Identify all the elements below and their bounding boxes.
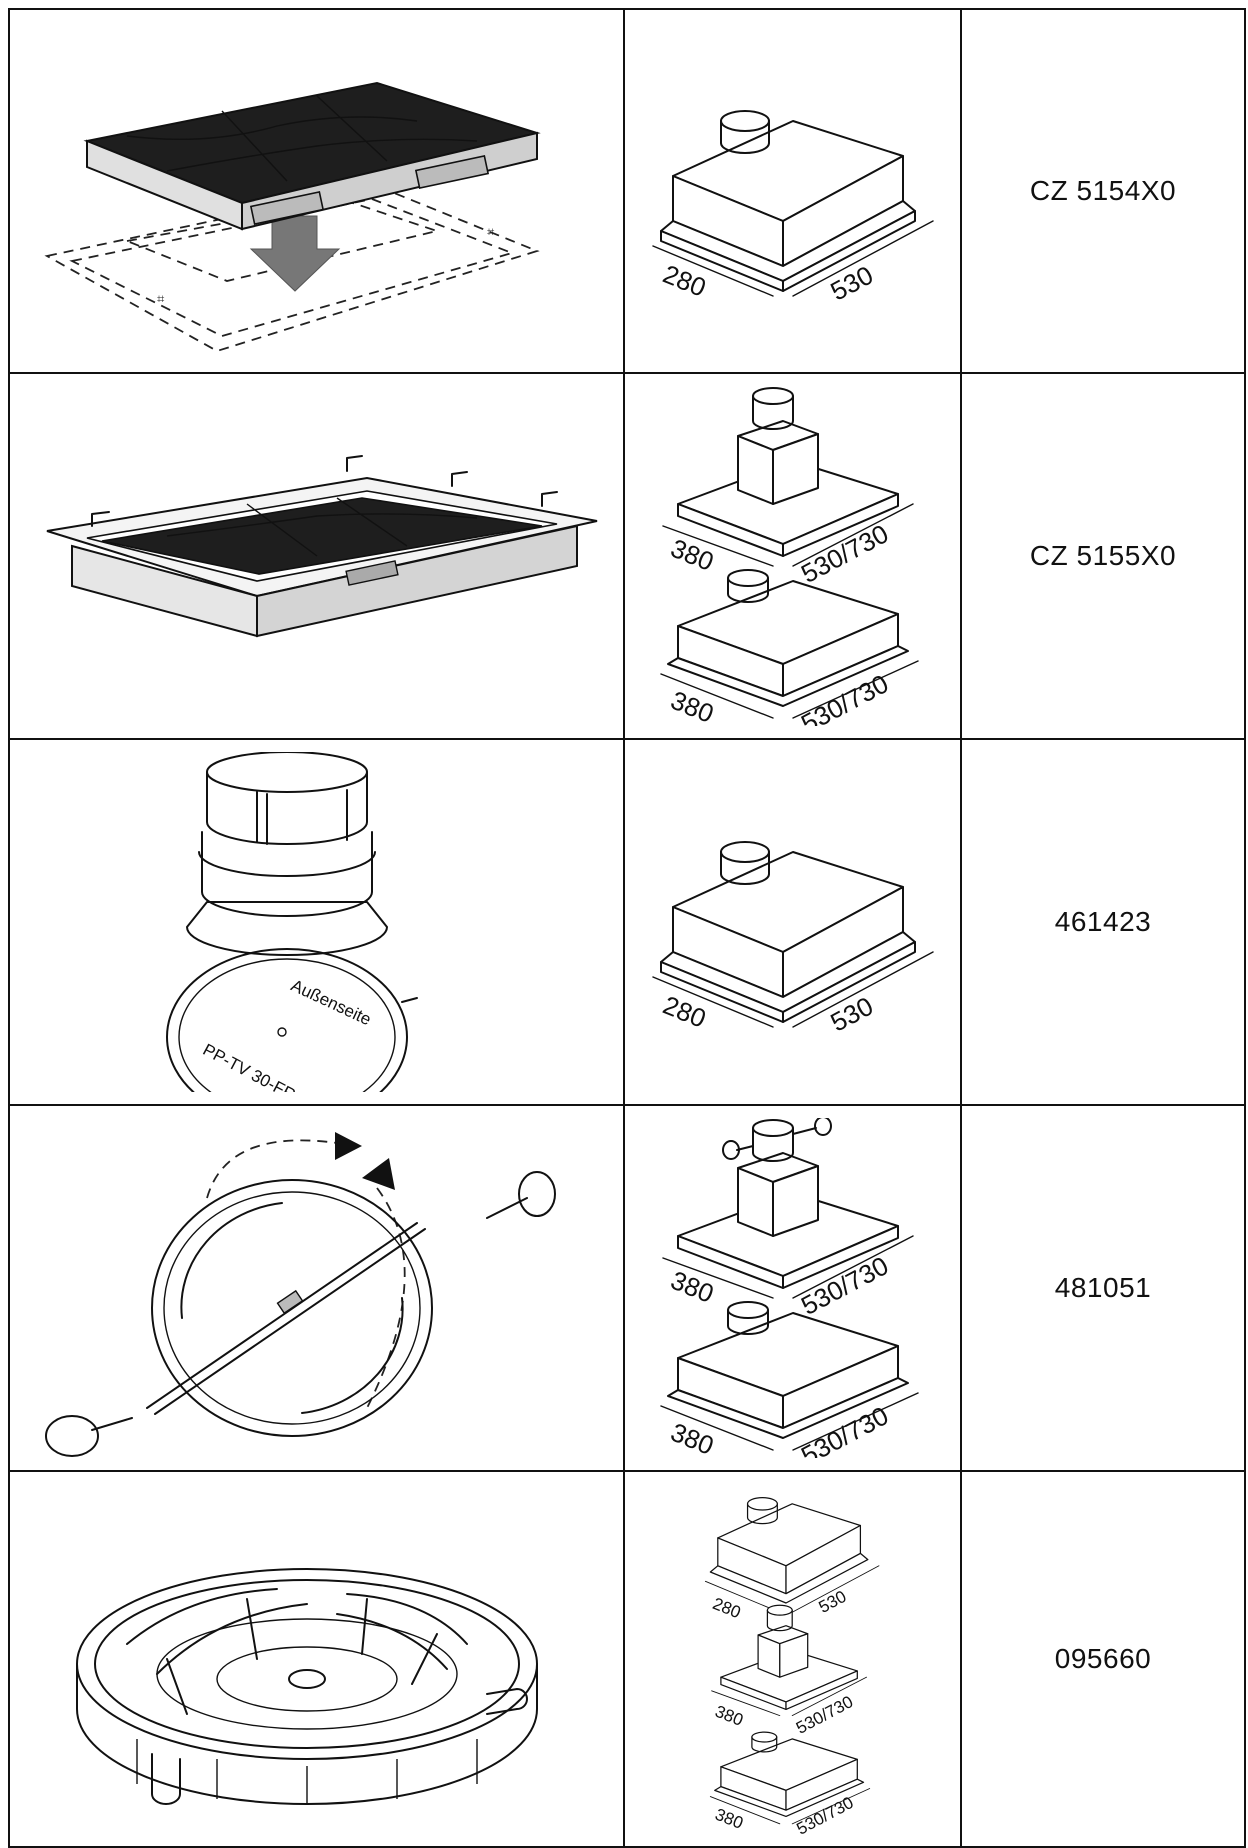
svg-text:⌗: ⌗	[487, 224, 495, 239]
non-return-flap-illustration	[44, 1132, 556, 1457]
product-illustration-cell	[8, 372, 625, 740]
hood-dimension-drawings: 280 530 380 530/730	[704, 1496, 879, 1839]
depth-dimension: 380	[666, 1417, 717, 1458]
depth-dimension: 380	[712, 1702, 745, 1730]
product-illustration-cell: Außenseite PP-TV 30-FR	[8, 738, 625, 1106]
article-code: 461423	[960, 738, 1246, 1106]
hood-dimension-drawings: 380 530/730 380 530/730	[659, 1118, 919, 1458]
article-code: CZ 5155X0	[960, 372, 1246, 740]
table-row: 380 530/730 380 530/730 481051	[8, 1104, 1246, 1472]
flat-grease-filter-illustration: ⌗ ⌗	[43, 81, 541, 352]
outside-label: Außenseite	[288, 976, 374, 1030]
product-illustration-cell	[8, 1470, 625, 1848]
round-carbon-filter-illustration	[75, 1568, 538, 1805]
product-illustration-cell	[8, 1104, 625, 1472]
width-dimension: 530	[815, 1587, 849, 1617]
width-dimension: 530	[825, 260, 877, 301]
depth-dimension: 380	[666, 685, 717, 726]
depth-dimension: 380	[666, 533, 717, 577]
table-row: 380 530/730 380 530/730 CZ 5155X0	[8, 372, 1246, 740]
accessory-table: ⌗ ⌗ 280 530	[8, 8, 1246, 1848]
hood-dimension-drawings: 380 530/730 380 530/730	[659, 387, 919, 726]
dimension-cell: 380 530/730 380 530/730	[623, 372, 962, 740]
depth-dimension: 280	[658, 990, 709, 1032]
dimension-cell: 380 530/730 380 530/730	[623, 1104, 962, 1472]
table-row: 280 530 380 530/730	[8, 1470, 1246, 1848]
width-dimension: 530	[825, 991, 877, 1032]
hood-dimension-drawing: 280 530	[651, 110, 934, 301]
table-row: Außenseite PP-TV 30-FR	[8, 738, 1246, 1106]
article-code: 481051	[960, 1104, 1246, 1472]
table-row: ⌗ ⌗ 280 530	[8, 8, 1246, 374]
hood-dimension-drawing: 280 530	[651, 841, 934, 1032]
filter-type-label: PP-TV 30-FR	[199, 1040, 298, 1092]
duct-adapter-with-flap-illustration: Außenseite PP-TV 30-FR	[165, 752, 418, 1092]
dimension-cell: 280 530 380 530/730	[623, 1470, 962, 1848]
dimension-cell: 280 530	[623, 738, 962, 1106]
depth-dimension: 380	[666, 1265, 717, 1309]
article-code: CZ 5154X0	[960, 8, 1246, 374]
svg-text:⌗: ⌗	[157, 291, 165, 306]
framed-grease-filter-illustration	[46, 455, 597, 638]
product-illustration-cell: ⌗ ⌗	[8, 8, 625, 374]
depth-dimension: 280	[709, 1594, 742, 1622]
depth-dimension: 280	[658, 259, 709, 301]
dimension-cell: 280 530	[623, 8, 962, 374]
article-code: 095660	[960, 1470, 1246, 1848]
